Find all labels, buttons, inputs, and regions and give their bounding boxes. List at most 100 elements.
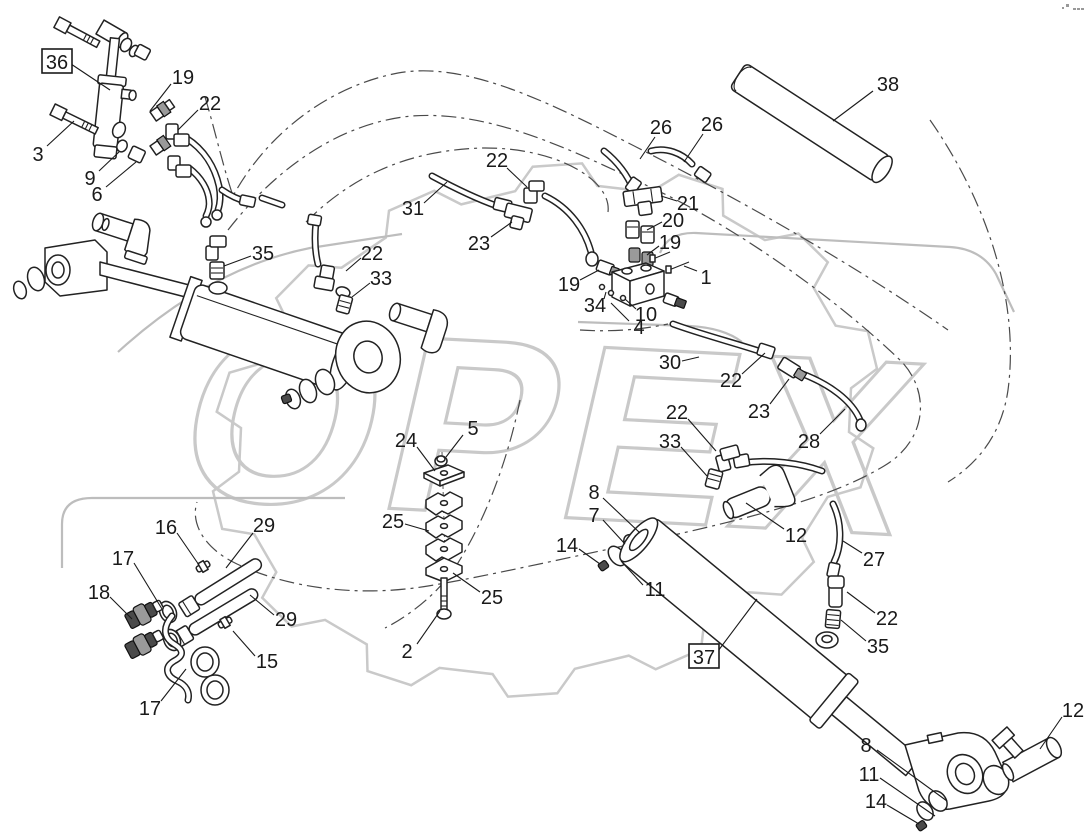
clip-15 [217, 615, 233, 630]
callout-label: 22 [720, 370, 742, 392]
callout-label: 20 [662, 210, 684, 232]
callout-part-16-35: 16 [155, 517, 200, 566]
callout-leader-line [769, 378, 790, 405]
fittings [200, 165, 867, 579]
callout-label: 26 [650, 117, 672, 139]
callout-leader-line [819, 408, 846, 435]
callout-label: 23 [468, 233, 490, 255]
watermark-gear-icon [211, 162, 879, 698]
callout-label: 29 [275, 609, 297, 631]
manifold-block [611, 262, 665, 307]
callout-label: 19 [172, 67, 194, 89]
callout-part-34-17: 34 [584, 291, 607, 317]
bolt-2 [436, 577, 452, 620]
callout-label: 9 [84, 168, 95, 190]
callout-part-15-40: 15 [232, 630, 278, 673]
callout-label: 22 [666, 402, 688, 424]
callout-part-25-45: 25 [452, 572, 503, 609]
callout-label: 4 [633, 317, 644, 339]
small-cylinder-36 [49, 16, 192, 178]
callout-part-22-2: 22 [177, 93, 221, 131]
callout-leader-line [602, 519, 626, 545]
callout-leader-line [490, 221, 513, 238]
clamp-plate-25 [425, 491, 463, 516]
plate-24 [423, 464, 465, 487]
callout-leader-line [842, 540, 863, 554]
callout-leader-line [345, 257, 362, 272]
callout-part-7-29: 7 [588, 505, 626, 545]
callout-leader-line [832, 90, 874, 122]
callout-label: 8 [588, 482, 599, 504]
callout-part-11-31: 11 [620, 560, 665, 601]
callout-leader-line [232, 630, 256, 657]
callout-part-8-51: 8 [860, 735, 948, 802]
tee-fitting-23 [503, 202, 533, 231]
callout-label: 24 [395, 430, 417, 452]
callout-leader-line [177, 109, 199, 131]
callout-leader-line [452, 572, 481, 593]
callout-label: 12 [1062, 700, 1084, 722]
callout-label: 21 [677, 193, 699, 215]
callout-label: 35 [252, 243, 274, 265]
callout-part-10-18: 10 [624, 298, 657, 326]
callout-label: 2 [401, 641, 412, 663]
callout-label: 14 [865, 791, 887, 813]
callout-leader-line [646, 245, 660, 256]
rod-end-washers [280, 368, 336, 410]
fitting-33b [704, 468, 724, 490]
callout-part-17-41: 17 [139, 668, 187, 720]
callout-part-1-15: 1 [683, 265, 712, 289]
hose-12-branch-core [740, 459, 824, 473]
valve-bracket-12 [722, 464, 796, 520]
callout-leader-line [416, 610, 441, 645]
callout-label: 23 [748, 401, 770, 423]
callout-part-6-5: 6 [91, 161, 137, 206]
callout-label: 31 [402, 198, 424, 220]
callout-leader-line [133, 562, 163, 610]
callout-part-29-36: 29 [225, 515, 275, 569]
callout-label: 3 [32, 144, 43, 166]
callout-part-9-4: 9 [84, 151, 120, 190]
tube-stub-core [260, 196, 284, 207]
callout-part-4-19: 4 [610, 302, 645, 339]
callout-leader-line [639, 136, 656, 160]
callout-part-22-9: 22 [486, 150, 528, 188]
callout-label: 15 [256, 651, 278, 673]
callout-label: 8 [860, 735, 871, 757]
nut [133, 43, 152, 61]
callout-label: 25 [382, 511, 404, 533]
cylinder2-barrel [619, 517, 922, 777]
callout-label: 26 [701, 114, 723, 136]
callout-part-33-34: 33 [351, 268, 392, 298]
callout-leader-line [687, 418, 717, 452]
callout-part-8-28: 8 [588, 482, 641, 534]
callout-part-3-3: 3 [32, 120, 75, 166]
watermark-frame-lines [60, 231, 1015, 568]
callout-label: 29 [253, 515, 275, 537]
clamp-stack [423, 451, 465, 620]
callout-leader-line [149, 83, 172, 112]
callout-label: 18 [88, 582, 110, 604]
bolt [53, 16, 101, 49]
callout-leader-line [416, 446, 436, 472]
nut-5 [434, 455, 448, 467]
hose-eye [211, 209, 223, 221]
callout-part-28-23: 28 [798, 408, 846, 453]
callout-leader-line [620, 560, 644, 586]
hose-31b [541, 192, 595, 256]
callout-label: 14 [556, 535, 578, 557]
callout-part-2-46: 2 [401, 610, 441, 663]
callout-leader-line [445, 434, 464, 458]
coupler-group [124, 558, 263, 706]
callout-leader-line [98, 151, 120, 172]
elbow-22a [165, 123, 190, 147]
bolt [49, 103, 99, 135]
callout-part-31-10: 31 [402, 181, 448, 220]
fitting-19a [149, 98, 176, 122]
hose-22-left-b-core [187, 166, 212, 218]
fittings-20 [625, 220, 655, 244]
screw-14 [597, 560, 610, 572]
corner-mark [1062, 4, 1084, 10]
